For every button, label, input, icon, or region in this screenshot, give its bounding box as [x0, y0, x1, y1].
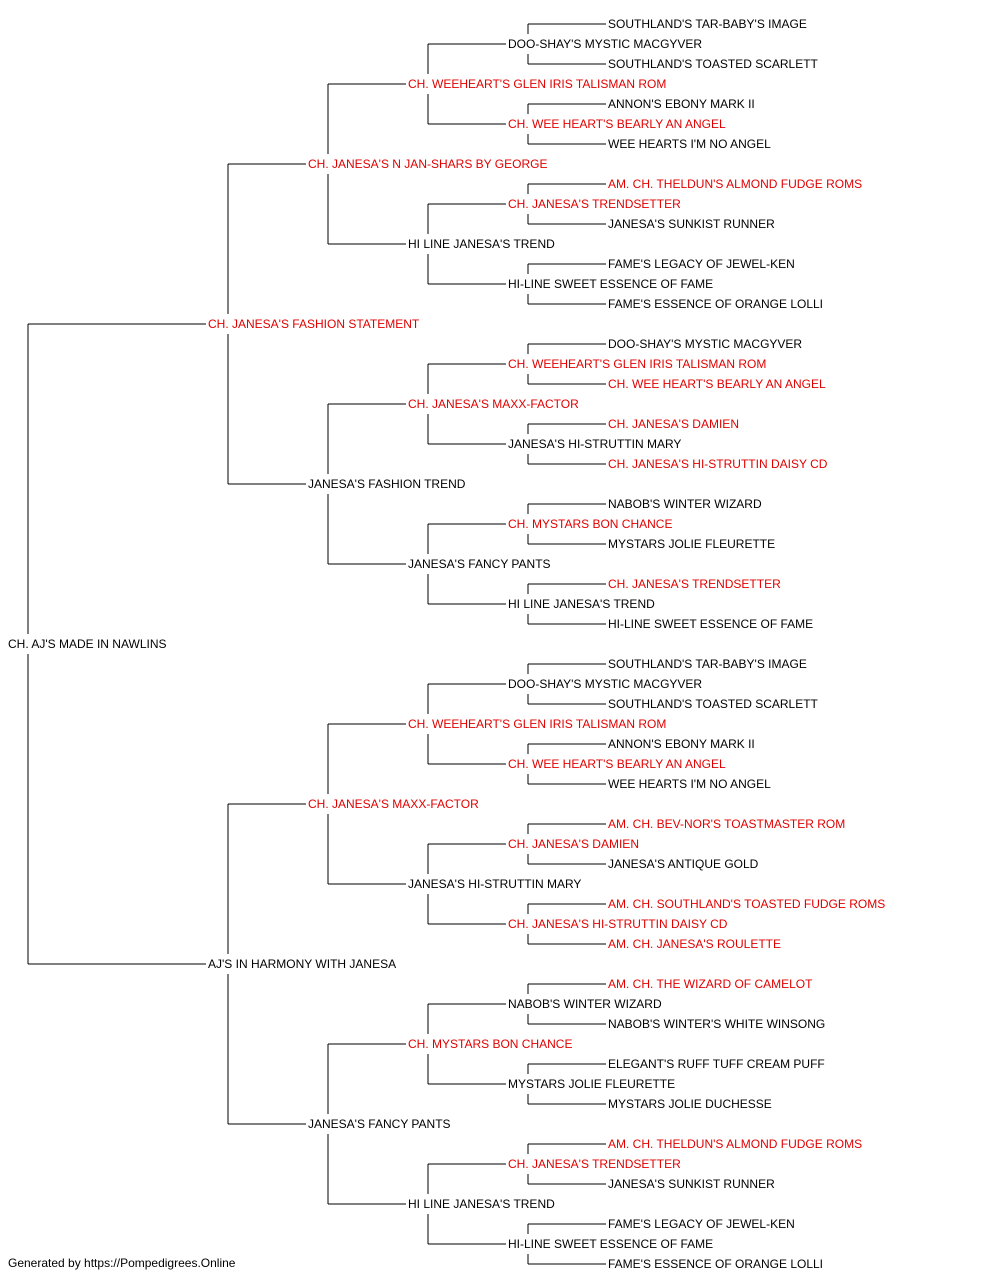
- pedigree-entry: WEE HEARTS I'M NO ANGEL: [608, 137, 771, 151]
- pedigree-entry: SOUTHLAND'S TAR-BABY'S IMAGE: [608, 657, 807, 671]
- pedigree-entry: FAME'S LEGACY OF JEWEL-KEN: [608, 1217, 795, 1231]
- pedigree-entry: HI-LINE SWEET ESSENCE OF FAME: [508, 277, 713, 291]
- pedigree-entry: NABOB'S WINTER'S WHITE WINSONG: [608, 1017, 825, 1031]
- pedigree-entry: CH. JANESA'S DAMIEN: [508, 837, 639, 851]
- pedigree-entry: FAME'S LEGACY OF JEWEL-KEN: [608, 257, 795, 271]
- pedigree-entry: CH. AJ'S MADE IN NAWLINS: [8, 637, 167, 651]
- pedigree-entry: CH. WEEHEART'S GLEN IRIS TALISMAN ROM: [408, 77, 666, 91]
- pedigree-entry: AM. CH. BEV-NOR'S TOASTMASTER ROM: [608, 817, 845, 831]
- pedigree-entry: AM. CH. JANESA'S ROULETTE: [608, 937, 781, 951]
- pedigree-entry: CH. MYSTARS BON CHANCE: [508, 517, 672, 531]
- pedigree-entry: HI LINE JANESA'S TREND: [508, 597, 655, 611]
- pedigree-entry: ELEGANT'S RUFF TUFF CREAM PUFF: [608, 1057, 825, 1071]
- pedigree-entry: JANESA'S HI-STRUTTIN MARY: [508, 437, 681, 451]
- pedigree-entry: AM. CH. THELDUN'S ALMOND FUDGE ROMS: [608, 1137, 862, 1151]
- pedigree-entry: CH. JANESA'S TRENDSETTER: [508, 197, 681, 211]
- pedigree-entry: DOO-SHAY'S MYSTIC MACGYVER: [508, 37, 702, 51]
- pedigree-entry: NABOB'S WINTER WIZARD: [608, 497, 762, 511]
- pedigree-entry: DOO-SHAY'S MYSTIC MACGYVER: [608, 337, 802, 351]
- pedigree-entry: NABOB'S WINTER WIZARD: [508, 997, 662, 1011]
- pedigree-entry: JANESA'S SUNKIST RUNNER: [608, 1177, 775, 1191]
- pedigree-entry: AM. CH. THELDUN'S ALMOND FUDGE ROMS: [608, 177, 862, 191]
- footer-credit: Generated by https://Pompedigrees.Online: [8, 1256, 236, 1270]
- pedigree-entry: MYSTARS JOLIE FLEURETTE: [608, 537, 775, 551]
- pedigree-entry: CH. WEEHEART'S GLEN IRIS TALISMAN ROM: [508, 357, 766, 371]
- pedigree-entry: SOUTHLAND'S TAR-BABY'S IMAGE: [608, 17, 807, 31]
- pedigree-entry: JANESA'S FANCY PANTS: [308, 1117, 451, 1131]
- pedigree-entry: CH. MYSTARS BON CHANCE: [408, 1037, 572, 1051]
- pedigree-entry: CH. WEE HEART'S BEARLY AN ANGEL: [508, 757, 726, 771]
- pedigree-entry: HI-LINE SWEET ESSENCE OF FAME: [508, 1237, 713, 1251]
- pedigree-entry: MYSTARS JOLIE DUCHESSE: [608, 1097, 772, 1111]
- pedigree-entry: CH. JANESA'S HI-STRUTTIN DAISY CD: [508, 917, 728, 931]
- pedigree-entry: CH. JANESA'S N JAN-SHARS BY GEORGE: [308, 157, 547, 171]
- pedigree-entry: AJ'S IN HARMONY WITH JANESA: [208, 957, 396, 971]
- pedigree-entry: CH. JANESA'S FASHION STATEMENT: [208, 317, 420, 331]
- pedigree-entry: ANNON'S EBONY MARK II: [608, 737, 755, 751]
- pedigree-entry: CH. JANESA'S TRENDSETTER: [608, 577, 781, 591]
- pedigree-entry: WEE HEARTS I'M NO ANGEL: [608, 777, 771, 791]
- pedigree-entry: HI LINE JANESA'S TREND: [408, 1197, 555, 1211]
- pedigree-entry: JANESA'S HI-STRUTTIN MARY: [408, 877, 581, 891]
- pedigree-entry: JANESA'S ANTIQUE GOLD: [608, 857, 759, 871]
- pedigree-entry: CH. WEEHEART'S GLEN IRIS TALISMAN ROM: [408, 717, 666, 731]
- pedigree-entry: SOUTHLAND'S TOASTED SCARLETT: [608, 697, 819, 711]
- pedigree-entry: CH. JANESA'S MAXX-FACTOR: [408, 397, 579, 411]
- pedigree-entry: CH. JANESA'S TRENDSETTER: [508, 1157, 681, 1171]
- pedigree-entry: MYSTARS JOLIE FLEURETTE: [508, 1077, 675, 1091]
- pedigree-entry: JANESA'S FASHION TREND: [308, 477, 466, 491]
- pedigree-entry: AM. CH. THE WIZARD OF CAMELOT: [608, 977, 813, 991]
- pedigree-entry: CH. WEE HEART'S BEARLY AN ANGEL: [508, 117, 726, 131]
- pedigree-entry: HI-LINE SWEET ESSENCE OF FAME: [608, 617, 813, 631]
- pedigree-entry: JANESA'S FANCY PANTS: [408, 557, 551, 571]
- pedigree-entry: HI LINE JANESA'S TREND: [408, 237, 555, 251]
- pedigree-entry: FAME'S ESSENCE OF ORANGE LOLLI: [608, 1257, 823, 1271]
- pedigree-entry: AM. CH. SOUTHLAND'S TOASTED FUDGE ROMS: [608, 897, 885, 911]
- pedigree-entry: JANESA'S SUNKIST RUNNER: [608, 217, 775, 231]
- pedigree-entry: ANNON'S EBONY MARK II: [608, 97, 755, 111]
- pedigree-entry: SOUTHLAND'S TOASTED SCARLETT: [608, 57, 819, 71]
- pedigree-entry: CH. JANESA'S DAMIEN: [608, 417, 739, 431]
- pedigree-entry: CH. WEE HEART'S BEARLY AN ANGEL: [608, 377, 826, 391]
- pedigree-entry: FAME'S ESSENCE OF ORANGE LOLLI: [608, 297, 823, 311]
- pedigree-entry: CH. JANESA'S MAXX-FACTOR: [308, 797, 479, 811]
- pedigree-entry: CH. JANESA'S HI-STRUTTIN DAISY CD: [608, 457, 828, 471]
- pedigree-entry: DOO-SHAY'S MYSTIC MACGYVER: [508, 677, 702, 691]
